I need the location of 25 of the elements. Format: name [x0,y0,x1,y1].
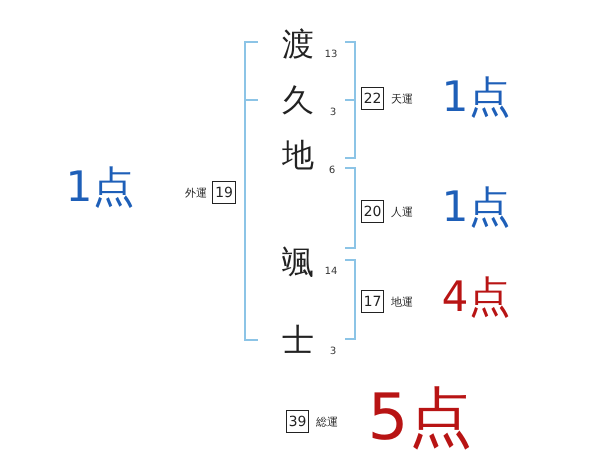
stroke-count: 6 [328,166,336,176]
name-character: 地 [282,139,314,171]
fortune-number: 19 [215,186,233,200]
name-character: 渡 [282,28,314,60]
fortune-label: 外運 [185,187,207,198]
fortune-number: 39 [288,414,306,428]
fortune-number: 22 [364,92,382,106]
fortune-number: 20 [364,204,382,218]
stroke-count: 14 [324,267,338,277]
fortune-label: 総運 [316,416,338,427]
stroke-count: 13 [324,50,338,60]
fortune-score: 1点 [442,76,510,118]
stroke-count: 3 [330,108,336,118]
fortune-label: 地運 [391,296,413,307]
fortune-label: 人運 [391,206,413,217]
stroke-count: 3 [330,347,336,357]
name-character: 久 [282,84,314,116]
fortune-label: 天運 [391,93,413,104]
fortune-score: 1点 [66,166,134,208]
fortune-score: 1点 [442,186,510,228]
fortune-score: 4点 [442,276,510,318]
fortune-score: 5点 [368,386,472,450]
name-character: 颯 [282,246,314,278]
name-character: 士 [282,324,314,356]
fortune-number: 17 [364,294,382,308]
